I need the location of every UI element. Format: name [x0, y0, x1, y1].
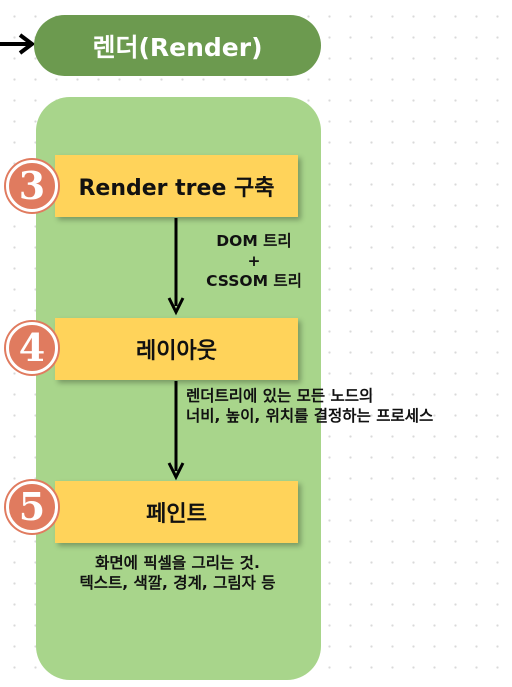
plus-text: +: [247, 252, 261, 270]
step-layout-label: 레이아웃: [136, 339, 217, 364]
step-5-badge: 5: [6, 481, 58, 533]
layout-desc-line-2: 너비, 높이, 위치를 결정하는 프로세스: [186, 407, 434, 425]
render-title: 렌더(Render): [92, 32, 263, 62]
render-header: 렌더(Render): [34, 15, 321, 76]
step-4-badge: 4: [6, 322, 58, 374]
cssom-tree-text: CSSOM 트리: [206, 272, 302, 290]
tree-inputs-note: DOM 트리 + CSSOM 트리: [188, 231, 320, 291]
paint-desc-line-2: 텍스트, 색깔, 경계, 그림자 등: [79, 574, 276, 592]
down-arrow-icon: [167, 218, 185, 316]
step-layout: 레이아웃: [55, 318, 298, 380]
dom-tree-text: DOM 트리: [216, 232, 292, 250]
paint-desc-line-1: 화면에 픽셀을 그리는 것.: [95, 554, 260, 572]
step-render-tree-label: Render tree 구축: [78, 176, 275, 201]
step-render-tree: Render tree 구축: [55, 155, 298, 217]
step-3-badge: 3: [6, 160, 58, 212]
paint-desc-note: 화면에 픽셀을 그리는 것. 텍스트, 색깔, 경계, 그림자 등: [40, 553, 315, 593]
step-paint: 페인트: [55, 481, 298, 543]
entry-arrow-icon: [0, 33, 36, 55]
layout-desc-note: 렌더트리에 있는 모든 노드의 너비, 높이, 위치를 결정하는 프로세스: [186, 386, 433, 426]
step-paint-label: 페인트: [146, 502, 207, 527]
down-arrow-icon: [167, 381, 185, 481]
layout-desc-line-1: 렌더트리에 있는 모든 노드의: [186, 387, 374, 405]
